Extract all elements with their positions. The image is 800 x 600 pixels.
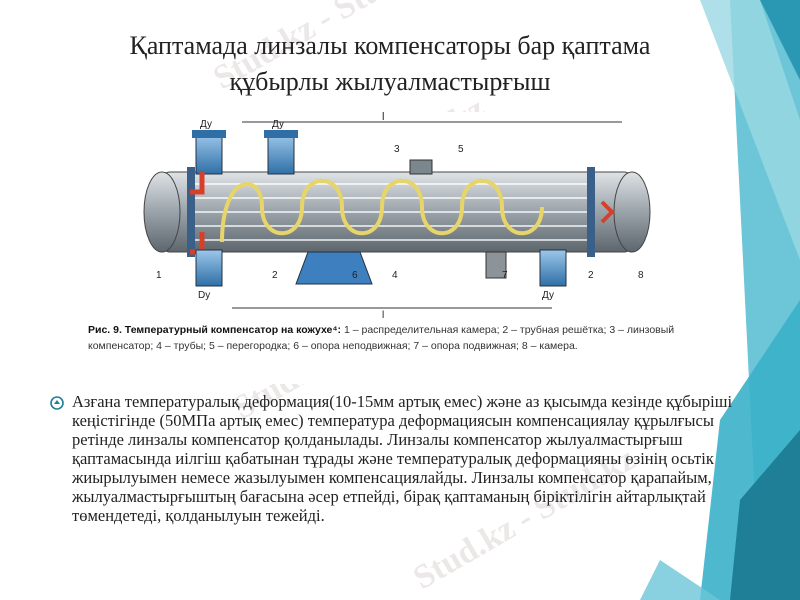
body-paragraph: Азғана температуралық деформация(10-15мм… — [72, 392, 733, 525]
heat-exchanger-figure: l Ду Ду Dу Ду — [82, 111, 720, 384]
title-line-1: Қаптамада линзалы компенсаторы бар қапта… — [129, 31, 651, 60]
callout-1: 1 — [156, 270, 162, 281]
label-dy-bottom-left: Dу — [198, 290, 210, 301]
label-du-bottom-right: Ду — [542, 290, 554, 301]
callout-5: 5 — [458, 144, 464, 155]
dim-l-label: l — [382, 112, 384, 123]
callout-7: 7 — [502, 270, 508, 281]
heat-exchanger-drawing: l Ду Ду Dу Ду — [143, 111, 651, 321]
callout-6: 6 — [352, 270, 358, 281]
label-du-left: Ду — [200, 119, 212, 130]
dim-l-bottom-label: l — [382, 310, 384, 321]
callout-3: 3 — [394, 144, 400, 155]
callout-2b: 2 — [588, 270, 594, 281]
title-line-2: құбырлы жылуалмастырғыш — [229, 67, 551, 96]
label-du-mid: Ду — [272, 119, 284, 130]
recycle-bullet-icon — [50, 396, 64, 410]
callout-2: 2 — [272, 270, 278, 281]
callout-8: 8 — [638, 270, 644, 281]
caption-title: Рис. 9. Температурный компенсатор на кож… — [88, 324, 342, 336]
caption-text: 1 – распределительная камера; 2 – трубна… — [88, 324, 675, 352]
figure-caption: Рис. 9. Температурный компенсатор на кож… — [88, 322, 716, 354]
callout-4: 4 — [392, 270, 398, 281]
slide-title: Қаптамада линзалы компенсаторы бар қапта… — [60, 28, 720, 100]
